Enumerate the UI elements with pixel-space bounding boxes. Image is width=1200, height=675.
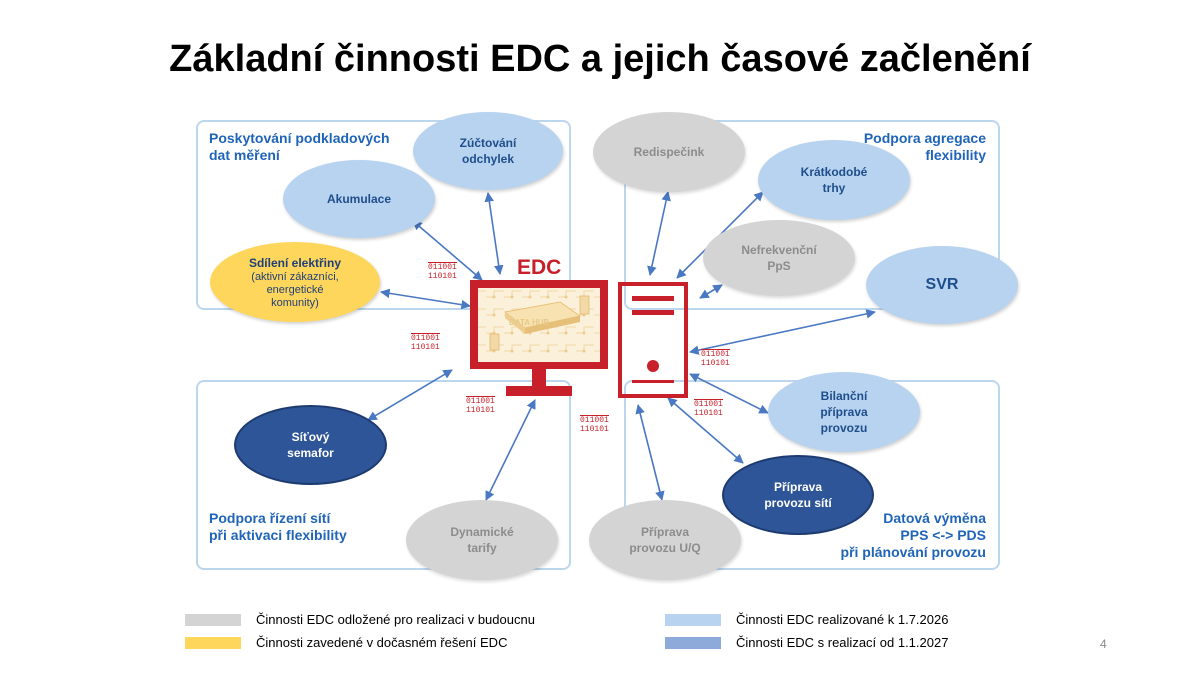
binary-line-2: 110101 (580, 425, 609, 434)
binary-line-1: 011001 (694, 399, 723, 409)
legend-label-blue: Činnosti EDC s realizací od 1.1.2027 (736, 635, 949, 650)
arrow-svr (689, 309, 876, 355)
arrow-sdileni (380, 288, 471, 310)
binary-line-1: 011001 (580, 415, 609, 425)
arrow-akumulace (412, 220, 483, 281)
arrow-dynamicke (485, 399, 536, 501)
binary-glyph: 011001 110101 (580, 415, 609, 434)
binary-line-2: 110101 (694, 409, 723, 418)
legend-label-yellow: Činnosti zavedené v dočasném řešení EDC (256, 635, 508, 650)
node-sdileni-elektriny: Sdílení elektřiny (aktivní zákazníci, en… (210, 242, 380, 322)
page-number: 4 (1100, 637, 1107, 651)
edc-label: EDC (517, 256, 562, 279)
arrow-zuctovani (484, 192, 504, 275)
arrow-bilancni (689, 373, 769, 414)
arrow-redispecink (647, 191, 671, 276)
binary-line-1: 011001 (428, 262, 457, 272)
legend-swatch-yellow (185, 637, 241, 649)
legend-label-light-blue: Činnosti EDC realizované k 1.7.2026 (736, 612, 949, 627)
binary-line-2: 110101 (701, 359, 730, 368)
server-icon (618, 282, 688, 398)
binary-glyph: 011001 110101 (428, 262, 457, 281)
binary-glyph: 011001 110101 (466, 396, 495, 415)
arrows (367, 191, 876, 501)
binary-line-1: 011001 (466, 396, 495, 406)
binary-glyph: 011001 110101 (694, 399, 723, 418)
legend-swatch-blue (665, 637, 721, 649)
binary-glyph: 011001 110101 (701, 349, 730, 368)
edc-computer (470, 280, 608, 396)
binary-line-1: 011001 (701, 349, 730, 359)
quadrant-top-right (624, 120, 1000, 310)
binary-line-2: 110101 (428, 272, 457, 281)
binary-line-1: 011001 (411, 333, 440, 343)
data-hub-label: DATA HUB (509, 318, 550, 327)
binary-line-2: 110101 (411, 343, 440, 352)
node-svr: SVR (866, 246, 1018, 324)
slide-title: Základní činnosti EDC a jejich časové za… (169, 38, 1031, 80)
node-akumulace: Akumulace (283, 160, 435, 238)
arrow-sitovy (367, 369, 453, 421)
binary-line-2: 110101 (466, 406, 495, 415)
arrow-nefrekvencni (699, 284, 723, 299)
arrow-priprava-uq (635, 404, 665, 501)
legend-swatch-light-blue (665, 614, 721, 626)
legend-swatch-gray (185, 614, 241, 626)
arrow-priprava-siti (667, 397, 744, 464)
node-redispecink: Redispečink (593, 112, 745, 192)
legend-label-gray: Činnosti EDC odložené pro realizaci v bu… (256, 612, 535, 627)
binary-glyph: 011001 110101 (411, 333, 440, 352)
